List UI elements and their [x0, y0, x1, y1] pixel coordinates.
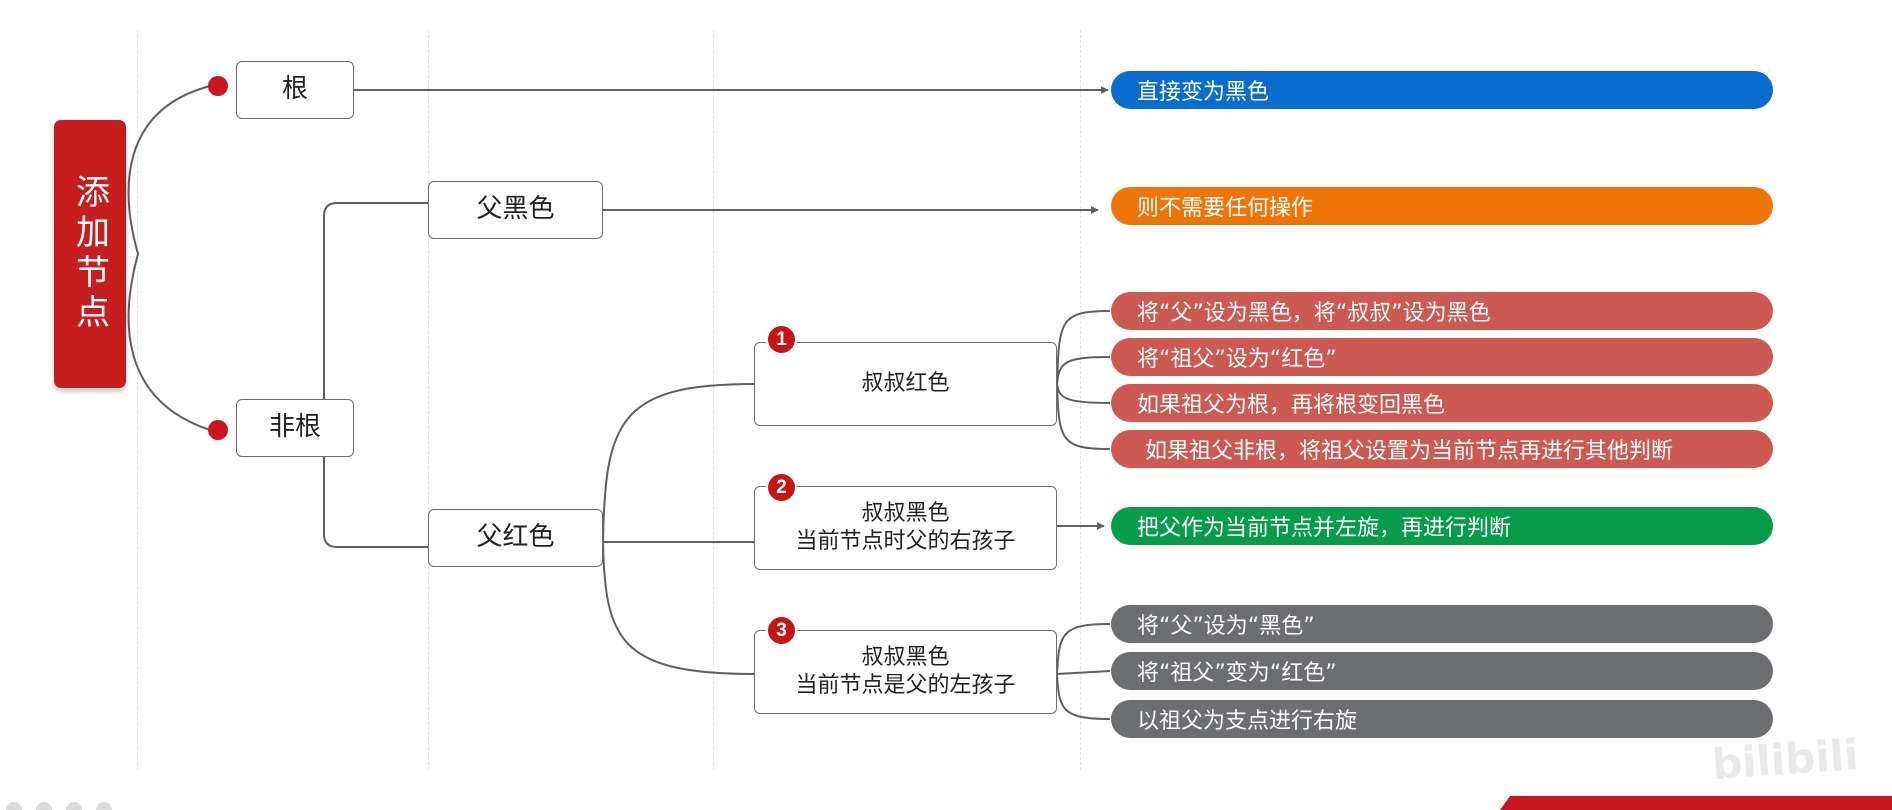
node-parent-black[interactable]: 父黑色 — [428, 181, 603, 239]
case-2-line-1: 叔叔黑色 — [861, 500, 950, 526]
node-case-1[interactable]: 叔叔红色 — [754, 342, 1057, 426]
link-case1-fan — [1056, 310, 1111, 450]
case-3-badge-number: 3 — [776, 619, 787, 641]
action-case2-rotate-left[interactable]: 把父作为当前节点并左旋，再进行判断 — [1111, 507, 1773, 545]
action-case3-step-3[interactable]: 以祖父为支点进行右旋 — [1111, 700, 1773, 738]
case-2-line-2: 当前节点时父的右孩子 — [795, 529, 1016, 554]
guide-line — [137, 30, 138, 770]
action-case3-step-2[interactable]: 将“祖父”变为“红色” — [1111, 652, 1773, 690]
link-nonroot-to-parents — [323, 202, 430, 548]
link-root-to-root-case — [127, 85, 211, 431]
corner-decoration — [6, 802, 126, 810]
case-3-line-1: 叔叔黑色 — [861, 644, 950, 670]
red-dot-icon — [208, 76, 228, 96]
action-text: 则不需要任何操作 — [1137, 196, 1314, 221]
node-case-3[interactable]: 叔叔黑色 当前节点是父的左孩子 — [754, 630, 1057, 714]
red-dot-icon — [208, 420, 228, 440]
link-parent-red-to-case3 — [602, 541, 755, 675]
action-case1-step-1[interactable]: 将“父”设为黑色，将“叔叔”设为黑色 — [1111, 292, 1773, 330]
action-text: 将“祖父”设为“红色” — [1137, 347, 1337, 372]
node-parent-red-label: 父红色 — [476, 522, 555, 553]
root-node[interactable]: 添加节点 — [54, 120, 126, 388]
action-text: 如果祖父非根，将祖父设置为当前节点再进行其他判断 — [1145, 439, 1674, 464]
link-parent-red-to-case1 — [602, 383, 755, 543]
action-case1-step-4[interactable]: 如果祖父非根，将祖父设置为当前节点再进行其他判断 — [1111, 430, 1773, 468]
guide-line — [713, 30, 714, 770]
case-2-badge-number: 2 — [776, 476, 787, 498]
number-2-badge-icon: 2 — [766, 472, 797, 503]
action-case1-step-2[interactable]: 将“祖父”设为“红色” — [1111, 338, 1773, 376]
action-text: 将“祖父”变为“红色” — [1137, 661, 1337, 686]
subtitle-banner — [1500, 796, 1892, 810]
action-root-make-black[interactable]: 直接变为黑色 — [1111, 71, 1773, 109]
action-text: 直接变为黑色 — [1137, 80, 1270, 105]
number-1-badge-icon: 1 — [766, 324, 797, 355]
action-case3-step-1[interactable]: 将“父”设为“黑色” — [1111, 605, 1773, 643]
node-case-2[interactable]: 叔叔黑色 当前节点时父的右孩子 — [754, 486, 1057, 570]
node-non-root[interactable]: 非根 — [236, 399, 354, 457]
node-root-case-label: 根 — [281, 74, 308, 105]
root-node-label: 添加节点 — [69, 174, 110, 334]
action-no-operation[interactable]: 则不需要任何操作 — [1111, 187, 1773, 225]
action-text: 将“父”设为黑色，将“叔叔”设为黑色 — [1137, 301, 1491, 326]
node-parent-black-label: 父黑色 — [476, 194, 555, 225]
number-3-badge-icon: 3 — [766, 615, 797, 646]
case-1-line-1: 叔叔红色 — [861, 370, 950, 396]
guide-line — [428, 30, 429, 770]
action-text: 将“父”设为“黑色” — [1137, 614, 1315, 639]
node-root-case[interactable]: 根 — [236, 61, 354, 119]
action-text: 把父作为当前节点并左旋，再进行判断 — [1137, 516, 1512, 541]
case-1-badge-number: 1 — [776, 328, 787, 350]
watermark-logo: bilibili — [1710, 729, 1861, 790]
action-case1-step-3[interactable]: 如果祖父为根，再将根变回黑色 — [1111, 384, 1773, 422]
link-case3-fan — [1056, 623, 1111, 720]
action-text: 如果祖父为根，再将根变回黑色 — [1137, 393, 1446, 418]
case-3-line-2: 当前节点是父的左孩子 — [795, 673, 1016, 698]
node-non-root-label: 非根 — [268, 412, 321, 443]
action-text: 以祖父为支点进行右旋 — [1137, 709, 1358, 734]
node-parent-red[interactable]: 父红色 — [428, 509, 603, 567]
guide-line — [1080, 30, 1081, 770]
